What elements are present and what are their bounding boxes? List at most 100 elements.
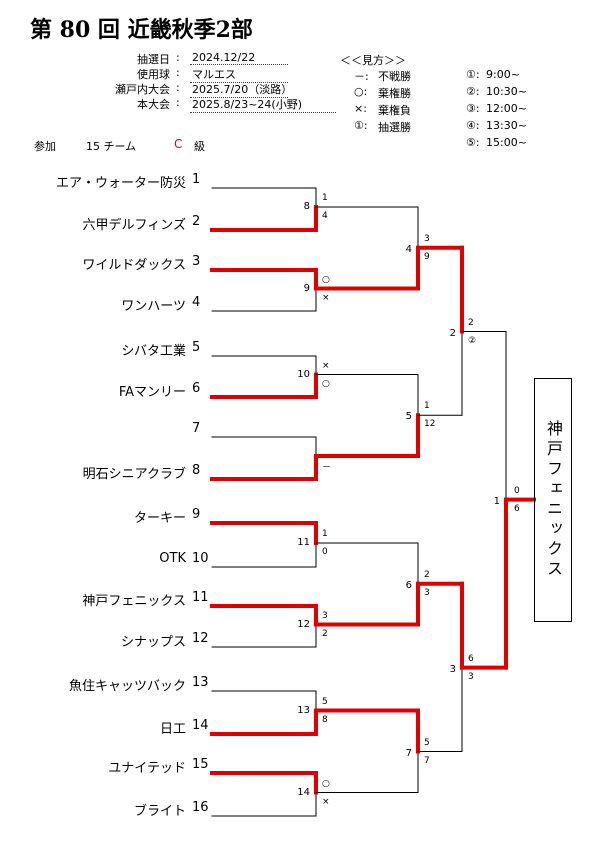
legend-symbol: ①: <box>354 119 368 132</box>
r3-score-top: 6 <box>468 653 474 664</box>
team-name: 明石シニアクラブ <box>82 467 186 482</box>
info-value: 2025.7/20（淡路） <box>190 83 293 98</box>
r2-match-number: 6 <box>405 579 412 591</box>
team-seed: 4 <box>192 295 201 310</box>
team-name: 神戸フェニックス <box>82 594 186 609</box>
time-text: 15:00~ <box>486 136 527 149</box>
r1-score-bottom: 0 <box>322 547 328 557</box>
info-colon: : <box>176 96 180 109</box>
legend-symbol: ○: <box>354 85 368 98</box>
team-name: ユナイテッド <box>108 761 186 776</box>
time-symbol: ③: <box>466 102 480 115</box>
time-symbol: ②: <box>466 85 480 98</box>
r2-score-top: 1 <box>424 401 430 412</box>
r1-match-number: 14 <box>297 786 310 798</box>
r2-match-number: 4 <box>405 243 412 255</box>
team-name: 六甲デルフィンズ <box>82 218 186 233</box>
info-colon: : <box>176 81 180 94</box>
team-seed: 11 <box>192 590 209 605</box>
info-colon: : <box>176 51 180 64</box>
r3-match-number: 3 <box>449 663 456 675</box>
info-value: 2025.8/23~24(小野) <box>190 96 336 113</box>
r2-match-number: 7 <box>405 747 412 759</box>
r3-score-top: 2 <box>468 317 474 328</box>
info-colon: : <box>176 66 180 79</box>
final-score-bottom: 6 <box>514 503 520 514</box>
time-text: 12:00~ <box>486 102 527 115</box>
r2-score-bottom: 9 <box>424 251 430 262</box>
team-seed: 2 <box>192 214 201 229</box>
r1-score-bottom: 8 <box>322 714 328 725</box>
r3-score-bottom: ② <box>468 335 477 346</box>
r1-score-top: 1 <box>322 529 328 539</box>
info-label: 本大会 <box>137 98 170 111</box>
r2-score-bottom: 12 <box>424 419 436 430</box>
time-symbol: ①: <box>466 68 480 81</box>
participation-count: 15 チーム <box>86 140 137 153</box>
final-match-number: 1 <box>493 495 500 507</box>
final-score-top: 0 <box>514 485 520 496</box>
r3-score-bottom: 3 <box>468 671 474 682</box>
r1-score-bottom: ○ <box>322 378 330 389</box>
r1-score-top: 5 <box>322 696 328 707</box>
page-title: 第 80 回 近畿秋季2部 <box>30 17 253 43</box>
team-seed: 15 <box>192 757 209 772</box>
team-name: ターキー <box>133 511 186 526</box>
team-name: シバタ工業 <box>121 344 186 359</box>
r1-match-number: 9 <box>303 282 310 294</box>
class-code: C <box>174 137 183 151</box>
legend-text: 不戦勝 <box>378 70 411 83</box>
team-name: シナップス <box>120 635 186 650</box>
team-seed: 5 <box>192 340 201 355</box>
legend-header: ＜＜見方＞＞ <box>340 54 406 67</box>
info-value: 2024.12/22 <box>190 51 288 65</box>
info-label: 瀬戸内大会 <box>115 83 170 96</box>
info-label: 使用球 <box>137 68 170 81</box>
r1-score-bottom: × <box>322 796 330 807</box>
r2-match-number: 5 <box>405 411 412 423</box>
team-name: ワイルドダックス <box>82 258 186 273</box>
team-seed: 14 <box>192 718 209 733</box>
r2-score-bottom: 7 <box>424 755 430 766</box>
r1-match-number: 10 <box>297 368 310 380</box>
team-seed: 12 <box>192 631 209 646</box>
class-suffix: 級 <box>194 140 205 153</box>
r1-score-top: × <box>322 360 330 371</box>
r2-score-bottom: 3 <box>424 587 430 598</box>
team-seed: 10 <box>192 551 209 566</box>
team-seed: 1 <box>192 172 201 187</box>
team-name: ワンハーツ <box>121 299 186 314</box>
r1-score-top: 1 <box>322 193 328 203</box>
team-seed: 6 <box>192 381 201 396</box>
legend-symbol: ×: <box>354 102 367 115</box>
legend-text: 抽選勝 <box>378 121 411 134</box>
r1-score-top: ○ <box>322 778 330 789</box>
team-name: ブライト <box>133 804 186 819</box>
team-seed: 8 <box>192 463 201 478</box>
legend-symbol: －: <box>354 70 369 83</box>
team-name: FAマンリー <box>118 385 186 400</box>
r1-match-number: 11 <box>297 537 310 548</box>
r1-match-number: 12 <box>297 618 310 630</box>
time-text: 13:30~ <box>486 119 527 132</box>
r1-score-bottom: 4 <box>322 211 328 221</box>
r1-score-bottom: × <box>322 292 330 303</box>
time-symbol: ⑤: <box>466 136 480 149</box>
r1-score-bottom: － <box>322 463 332 473</box>
r1-match-number: 8 <box>303 201 310 212</box>
r2-score-top: 2 <box>424 569 430 580</box>
r3-match-number: 2 <box>449 327 456 339</box>
time-text: 9:00~ <box>486 68 520 81</box>
team-name: エア・ウォーター防災 <box>55 176 186 191</box>
team-name: OTK <box>159 551 186 566</box>
time-symbol: ④: <box>466 119 480 132</box>
info-value: マルエス <box>190 66 288 83</box>
champion-name: 神戸フェニックス <box>544 420 563 580</box>
r1-score-bottom: 2 <box>322 628 328 639</box>
team-seed: 3 <box>192 254 201 269</box>
r1-score-top: ○ <box>322 274 330 285</box>
info-label: 抽選日 <box>137 53 170 66</box>
team-seed: 9 <box>192 507 201 522</box>
r1-score-top: 3 <box>322 610 328 621</box>
champion-box: 神戸フェニックス <box>534 378 572 622</box>
